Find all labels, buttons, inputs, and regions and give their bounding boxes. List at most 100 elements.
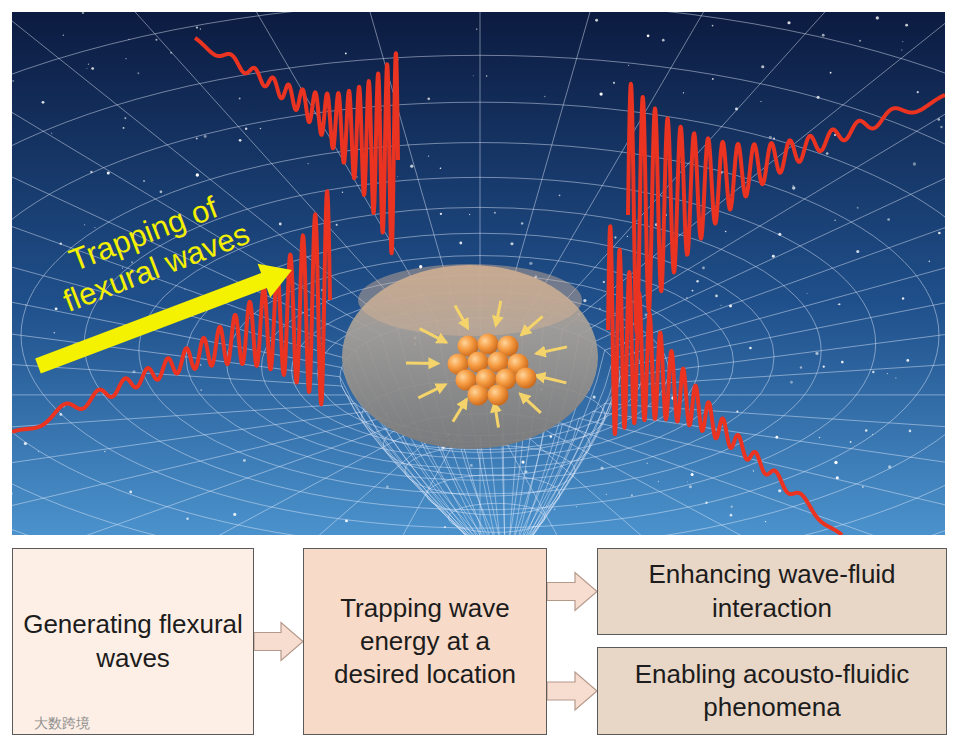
star: [753, 470, 754, 471]
star: [658, 481, 659, 482]
dome-body: [342, 265, 598, 449]
star: [772, 255, 775, 258]
funnel-ring: [427, 475, 560, 515]
star: [137, 72, 139, 74]
star: [692, 290, 694, 292]
star: [544, 96, 546, 98]
process-box: Enhancing wave-fluid interaction: [597, 548, 947, 635]
funnel-line: [518, 424, 563, 535]
star: [909, 430, 912, 433]
star: [725, 231, 727, 233]
grid: [12, 12, 945, 535]
star: [459, 242, 462, 245]
particle: [468, 385, 489, 406]
star: [792, 185, 793, 186]
star: [830, 72, 832, 74]
star: [787, 21, 790, 24]
grid-spoke: [605, 12, 945, 350]
star: [233, 513, 236, 516]
star: [196, 27, 198, 29]
star: [687, 481, 688, 482]
star: [807, 293, 808, 294]
grid-ring: [12, 12, 945, 535]
star: [839, 303, 841, 305]
star: [470, 464, 473, 467]
star: [712, 25, 714, 27]
inward-arrow: [536, 376, 567, 383]
star: [790, 381, 793, 384]
grid-spoke: [12, 394, 347, 395]
star: [12, 493, 13, 495]
star: [647, 34, 650, 37]
star: [124, 117, 126, 119]
star: [815, 352, 818, 355]
inward-arrow: [455, 305, 468, 328]
star: [906, 359, 909, 362]
star: [599, 92, 602, 95]
grid-spoke: [523, 12, 881, 321]
star: [204, 135, 207, 138]
star: [834, 220, 836, 222]
star: [938, 232, 941, 235]
star: [397, 176, 398, 177]
star: [123, 127, 125, 129]
grid-spoke: [12, 429, 416, 535]
star: [554, 509, 556, 511]
inward-arrow: [536, 347, 567, 354]
inward-arrow: [418, 385, 445, 398]
star: [702, 267, 705, 270]
block-arrow: [547, 672, 597, 710]
process-box: Trapping wave energy at a desired locati…: [303, 548, 547, 735]
star: [696, 280, 698, 282]
star: [902, 41, 903, 42]
grid-spoke: [613, 58, 945, 359]
box-text: Trapping wave energy at a desired locati…: [314, 592, 536, 692]
star: [82, 12, 84, 14]
star: [730, 514, 733, 517]
star: [529, 262, 532, 265]
inward-arrow: [496, 301, 501, 326]
star: [559, 194, 561, 196]
star: [336, 224, 338, 226]
star: [913, 162, 916, 165]
star: [521, 461, 524, 464]
particle: [488, 385, 509, 406]
star: [691, 473, 694, 476]
scene: [12, 12, 945, 535]
star: [614, 236, 616, 238]
star: [917, 91, 919, 93]
star: [51, 133, 52, 134]
star: [196, 138, 198, 140]
star: [88, 64, 89, 65]
grid-spoke: [277, 435, 458, 535]
star: [42, 101, 45, 104]
star: [12, 80, 14, 82]
star: [86, 68, 87, 69]
star: [862, 486, 864, 488]
star: [792, 186, 795, 189]
wave: [628, 84, 945, 333]
grid-spoke: [579, 418, 945, 535]
star: [196, 173, 199, 176]
grid-spoke: [593, 12, 945, 342]
star: [887, 218, 890, 221]
star: [928, 260, 930, 262]
grid-spoke: [544, 429, 945, 535]
star: [749, 347, 752, 350]
star: [510, 242, 513, 245]
star: [872, 371, 875, 374]
star: [84, 224, 85, 225]
inward-arrow: [453, 399, 467, 422]
star: [823, 366, 825, 368]
star: [583, 299, 586, 302]
grid-spoke: [523, 433, 881, 535]
star: [627, 236, 628, 237]
star: [595, 19, 598, 22]
process-box: Generating flexural waves: [12, 548, 254, 735]
star: [473, 75, 474, 76]
star: [838, 304, 839, 305]
wave: [608, 226, 842, 535]
star: [200, 364, 202, 366]
grid-spoke: [579, 12, 945, 335]
funnel-ring: [448, 503, 545, 532]
